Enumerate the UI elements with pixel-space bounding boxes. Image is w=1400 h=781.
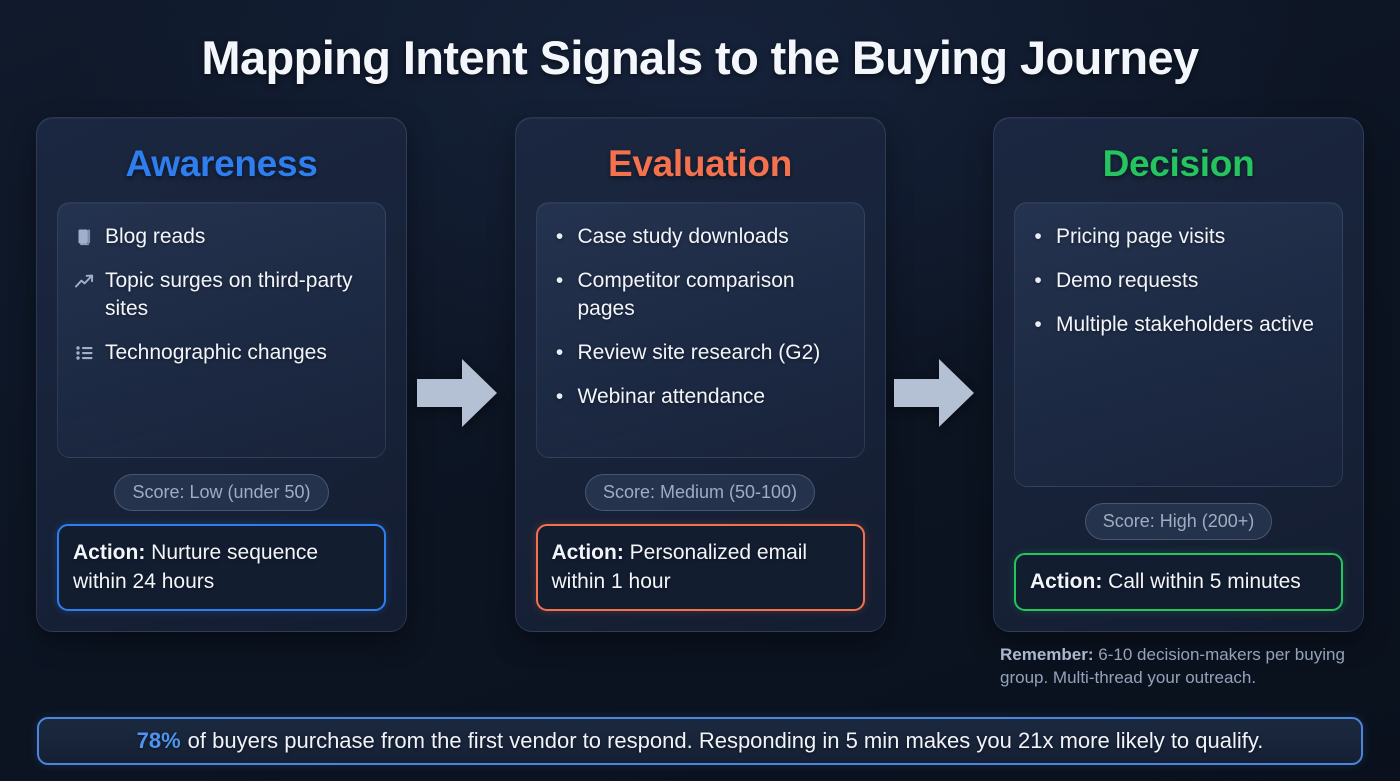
signal-text: Topic surges on third-party sites xyxy=(105,269,353,320)
stage-title-awareness: Awareness xyxy=(125,143,318,184)
action-box-evaluation[interactable]: Action: Personalized email within 1 hour xyxy=(535,524,865,611)
signal-item: • Multiple stakeholders active xyxy=(1031,311,1326,339)
list-icon xyxy=(74,339,94,367)
stage-title-evaluation: Evaluation xyxy=(607,143,793,184)
signal-text: Technographic changes xyxy=(105,341,327,364)
action-box-awareness[interactable]: Action: Nurture sequence within 24 hours xyxy=(57,524,386,611)
signal-text: Blog reads xyxy=(105,225,206,248)
signal-item: Technographic changes xyxy=(74,339,369,367)
signal-item: • Demo requests xyxy=(1031,267,1326,295)
score-badge-awareness: Score: Low (under 50) xyxy=(114,474,329,511)
bullet-dot-icon: • xyxy=(555,225,564,248)
action-label: Action: xyxy=(73,541,146,564)
bullet-dot-icon: • xyxy=(555,385,564,408)
page-title: Mapping Intent Signals to the Buying Jou… xyxy=(201,31,1199,84)
action-label: Action: xyxy=(1030,570,1103,593)
bullet-dot-icon: • xyxy=(1034,269,1042,292)
stage-card-decision[interactable]: Decision • Pricing page visits • Demo re… xyxy=(993,117,1364,632)
arrow-right-icon xyxy=(892,355,976,431)
stage-row: Awareness Blog reads xyxy=(36,117,1364,632)
signal-item: • Review site research (G2) xyxy=(553,339,848,367)
bullet-dot-icon: • xyxy=(1034,313,1042,336)
signal-text: Competitor comparison pages xyxy=(577,269,795,320)
signal-item: • Pricing page visits xyxy=(1031,223,1326,251)
bullet-dot-icon: • xyxy=(555,341,564,364)
action-box-decision[interactable]: Action: Call within 5 minutes xyxy=(1014,553,1343,611)
action-text: Personalized email within 1 hour xyxy=(551,541,808,593)
signal-item: • Case study downloads xyxy=(553,223,848,251)
book-icon xyxy=(74,223,94,251)
stage-card-evaluation[interactable]: Evaluation • Case study downloads • Comp… xyxy=(514,117,886,632)
stage-title-decision: Decision xyxy=(1102,143,1255,184)
signal-text: Pricing page visits xyxy=(1056,225,1226,248)
signal-text: Webinar attendance xyxy=(577,385,766,408)
signal-item: Blog reads xyxy=(74,223,369,251)
signal-text: Review site research (G2) xyxy=(577,341,821,364)
bullet-dot-icon: • xyxy=(1034,225,1042,248)
signal-item: • Webinar attendance xyxy=(553,383,848,411)
footer-stat-bar: 78% of buyers purchase from the first ve… xyxy=(37,717,1363,765)
remember-label: Remember: xyxy=(1000,645,1094,664)
signal-list-evaluation: • Case study downloads • Competitor comp… xyxy=(535,202,865,458)
signal-text: Case study downloads xyxy=(577,225,789,248)
stat-text: of buyers purchase from the first vendor… xyxy=(187,728,1264,753)
arrow-right-icon xyxy=(415,355,499,431)
signal-item: Topic surges on third-party sites xyxy=(74,267,369,323)
action-label: Action: xyxy=(551,541,624,564)
signal-list-awareness: Blog reads Topic surges on third-party s… xyxy=(57,202,386,458)
signal-text: Demo requests xyxy=(1056,269,1199,292)
remember-note: Remember: 6-10 decision-makers per buyin… xyxy=(1000,643,1364,689)
signal-list-decision: • Pricing page visits • Demo requests • … xyxy=(1014,202,1343,487)
score-badge-decision: Score: High (200+) xyxy=(1084,503,1273,540)
score-badge-evaluation: Score: Medium (50-100) xyxy=(584,474,816,511)
signal-text: Multiple stakeholders active xyxy=(1056,313,1314,336)
stat-highlight: 78% xyxy=(136,728,181,753)
bullet-dot-icon: • xyxy=(555,269,564,292)
action-text: Nurture sequence within 24 hours xyxy=(73,541,319,593)
signal-item: • Competitor comparison pages xyxy=(553,267,848,323)
remember-text: 6-10 decision-makers per buying group. M… xyxy=(1000,645,1345,687)
action-text: Call within 5 minutes xyxy=(1108,570,1301,593)
trending-up-icon xyxy=(74,267,94,295)
stage-card-awareness[interactable]: Awareness Blog reads xyxy=(36,117,407,632)
